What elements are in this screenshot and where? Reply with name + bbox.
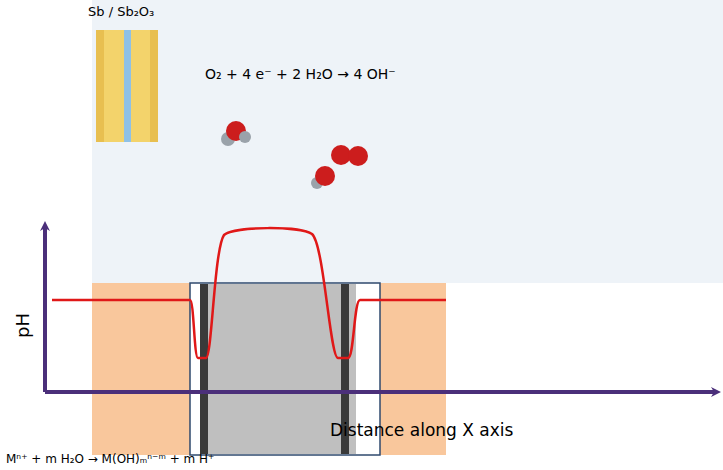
x-axis — [45, 390, 716, 394]
solution-region — [92, 0, 723, 283]
axis-label: pH — [12, 313, 33, 338]
electrode-label: Sb / Sb₂O₃ — [88, 4, 154, 19]
y-axis — [43, 226, 47, 392]
electrode-body — [96, 30, 158, 142]
cathode-reaction: O₂ + 4 e⁻ + 2 H₂O → 4 OH⁻ — [205, 66, 396, 82]
substrate-left — [92, 283, 190, 455]
axis-label: Distance along X axis — [330, 420, 513, 440]
electrode-core — [124, 30, 131, 142]
molecules — [221, 121, 368, 189]
pit-wall-left — [200, 284, 208, 454]
hydrolysis-reaction: Mⁿ⁺ + m H₂O → M(OH)ₘⁿ⁻ᵐ + m H⁺ — [6, 452, 214, 466]
ph-curve — [52, 228, 446, 358]
electrode-shine — [104, 30, 150, 142]
